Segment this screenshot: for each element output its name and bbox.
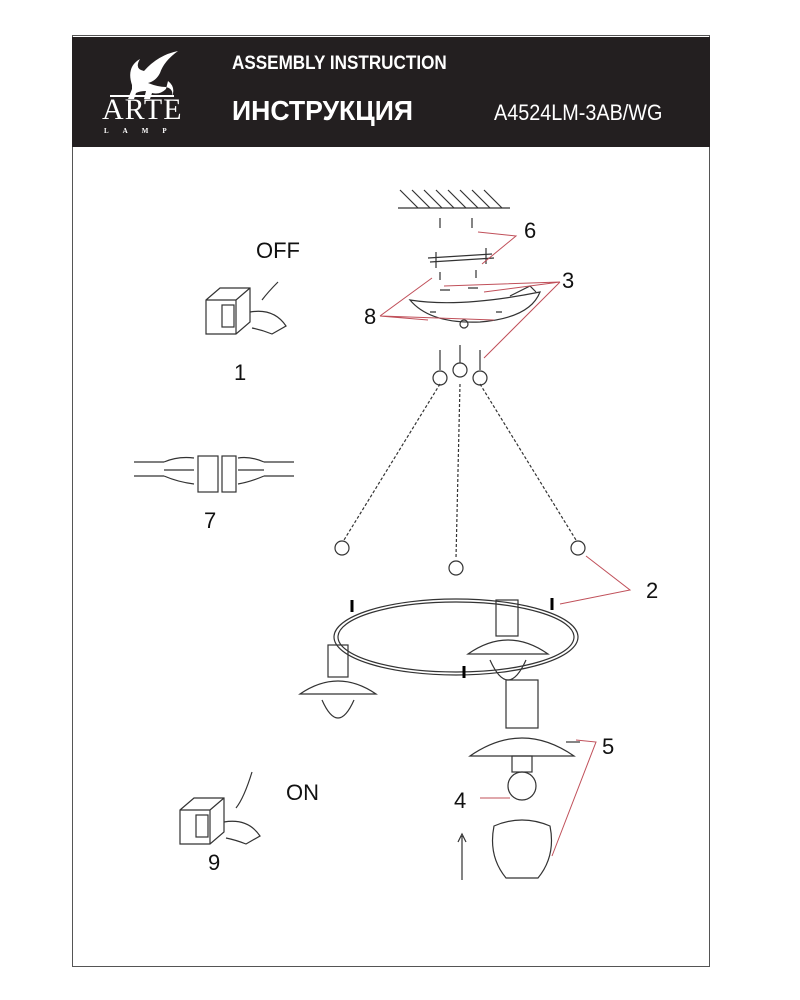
callout-2: 2 xyxy=(646,578,659,603)
off-label: OFF xyxy=(256,238,300,263)
terminal-block xyxy=(134,455,294,493)
on-label: ON xyxy=(286,780,319,805)
canopy xyxy=(408,285,541,329)
lion-logo-icon xyxy=(110,51,178,99)
callout-8: 8 xyxy=(364,304,377,329)
page-frame xyxy=(72,35,710,967)
lamp-shade-left xyxy=(298,644,378,719)
callout-5: 5 xyxy=(602,734,615,759)
switch-on-illustration xyxy=(179,771,261,845)
callout-6: 6 xyxy=(524,218,537,243)
chain-hooks xyxy=(334,345,586,576)
ceiling-hatch xyxy=(398,189,510,228)
leader-lines xyxy=(379,231,632,857)
lamp-ring xyxy=(333,598,579,676)
title-english: ASSEMBLY INSTRUCTION xyxy=(232,53,447,74)
brand-logo-subtext: LAMP xyxy=(104,127,181,135)
switch-off-illustration xyxy=(205,281,287,335)
callout-4: 4 xyxy=(454,788,467,813)
step-1-number: 1 xyxy=(234,360,247,385)
step-9-number: 9 xyxy=(208,850,221,875)
model-number: A4524LM-3AB/WG xyxy=(494,100,663,125)
mounting-bracket xyxy=(427,248,495,280)
brand-logo-text: ARTE xyxy=(102,93,183,126)
lamp-shade-front xyxy=(457,679,580,880)
callout-3: 3 xyxy=(562,268,575,293)
title-russian: ИНСТРУКЦИЯ xyxy=(232,95,413,126)
step-7-number: 7 xyxy=(204,508,217,533)
chains xyxy=(343,383,577,559)
header-banner: ARTE LAMP ASSEMBLY INSTRUCTION ИНСТРУКЦИ… xyxy=(72,37,710,147)
